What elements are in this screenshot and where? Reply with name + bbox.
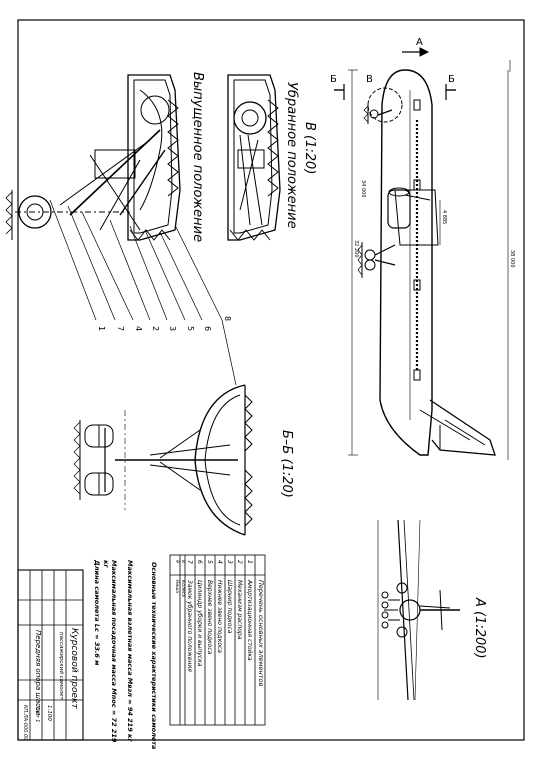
part-num-8: 8 — [180, 560, 186, 563]
view-a-title: А (1:200) — [472, 597, 487, 659]
callout-8: 8 — [223, 316, 232, 321]
part-num-7: 7 — [186, 560, 193, 564]
aircraft-front-view — [377, 519, 460, 701]
marker-a: А — [416, 37, 423, 48]
title-code: КП.ЛА-000.00 — [22, 705, 28, 740]
part-num-6: 6 — [196, 560, 203, 564]
parts-table-title: Перечень основных элементов — [257, 580, 265, 687]
title-subtitle: пассажирский самолет — [58, 632, 64, 700]
title-block — [17, 569, 84, 741]
marker-v: В — [366, 74, 373, 85]
title-sheet: Лист 1 — [34, 704, 40, 722]
title-scale: 1:100 — [46, 705, 52, 721]
callout-3: 3 — [168, 326, 177, 331]
part-name-9: Ниша — [174, 580, 180, 593]
drawing-frame — [17, 19, 525, 741]
view-v-assembly — [5, 74, 281, 241]
part-num-3: 3 — [226, 560, 233, 564]
tech-line-2: Максимальная посадочная масса Mпос = 72 … — [110, 560, 118, 743]
view-bb-title: Б–Б (1:20) — [279, 430, 294, 498]
title-topic: Передняя опора шасси — [34, 630, 42, 716]
tech-line-1: Максимальная взлетная масса Mвзл = 94 21… — [126, 560, 134, 742]
callout-1: 1 — [97, 326, 106, 331]
part-num-2: 2 — [236, 560, 243, 564]
view-v-extended-label: Выпущенное положение — [190, 72, 205, 242]
view-v-retracted-label: Убранное положение — [284, 82, 299, 229]
part-name-4: Нижнее звено подкоса — [216, 580, 223, 653]
title-doc-type: Курсовой проект — [69, 628, 79, 709]
dim-2: 34 000 — [360, 180, 366, 198]
callout-7: 7 — [116, 326, 125, 331]
view-bb-section — [73, 384, 253, 536]
part-name-1: Амортизационная стойка — [246, 579, 253, 661]
part-name-6: Цилиндр уборки и выпуска — [196, 580, 203, 667]
callout-numbers: 1 7 4 2 3 5 6 8 — [97, 316, 232, 331]
tech-line-3: кг — [102, 560, 110, 568]
callout-leaders — [49, 199, 237, 386]
parts-table — [169, 554, 266, 726]
part-num-5: 5 — [206, 560, 213, 564]
view-v-title: В (1:20) — [302, 122, 317, 174]
dim-3: 38 000 — [509, 250, 515, 268]
tech-characteristics: Основные технические характеристики само… — [93, 559, 158, 749]
part-name-3: Шарнир подкоса — [226, 580, 233, 634]
tech-line-4: Длина самолета Lc = 33.6 м — [93, 559, 101, 666]
dim-4: 4 885 — [441, 210, 447, 224]
callout-2: 2 — [151, 326, 160, 331]
callout-6: 6 — [203, 326, 212, 331]
part-name-8: Колеса — [180, 580, 186, 597]
part-num-1: 1 — [246, 560, 253, 564]
part-name-7: Замок убранного положения — [186, 580, 193, 672]
part-name-2: Механизм распора — [236, 580, 243, 640]
tech-title: Основные технические характеристики само… — [150, 562, 158, 749]
part-num-9: 9 — [174, 560, 180, 563]
part-num-4: 4 — [216, 560, 223, 564]
dim-1: 32 200 — [353, 240, 359, 258]
aircraft-side-view — [334, 47, 511, 460]
marker-b-right: Б — [448, 74, 455, 85]
part-name-5: Верхнее звено подкоса — [206, 580, 213, 655]
callout-4: 4 — [134, 326, 143, 331]
callout-5: 5 — [186, 326, 195, 331]
marker-b-left: Б — [330, 74, 337, 85]
